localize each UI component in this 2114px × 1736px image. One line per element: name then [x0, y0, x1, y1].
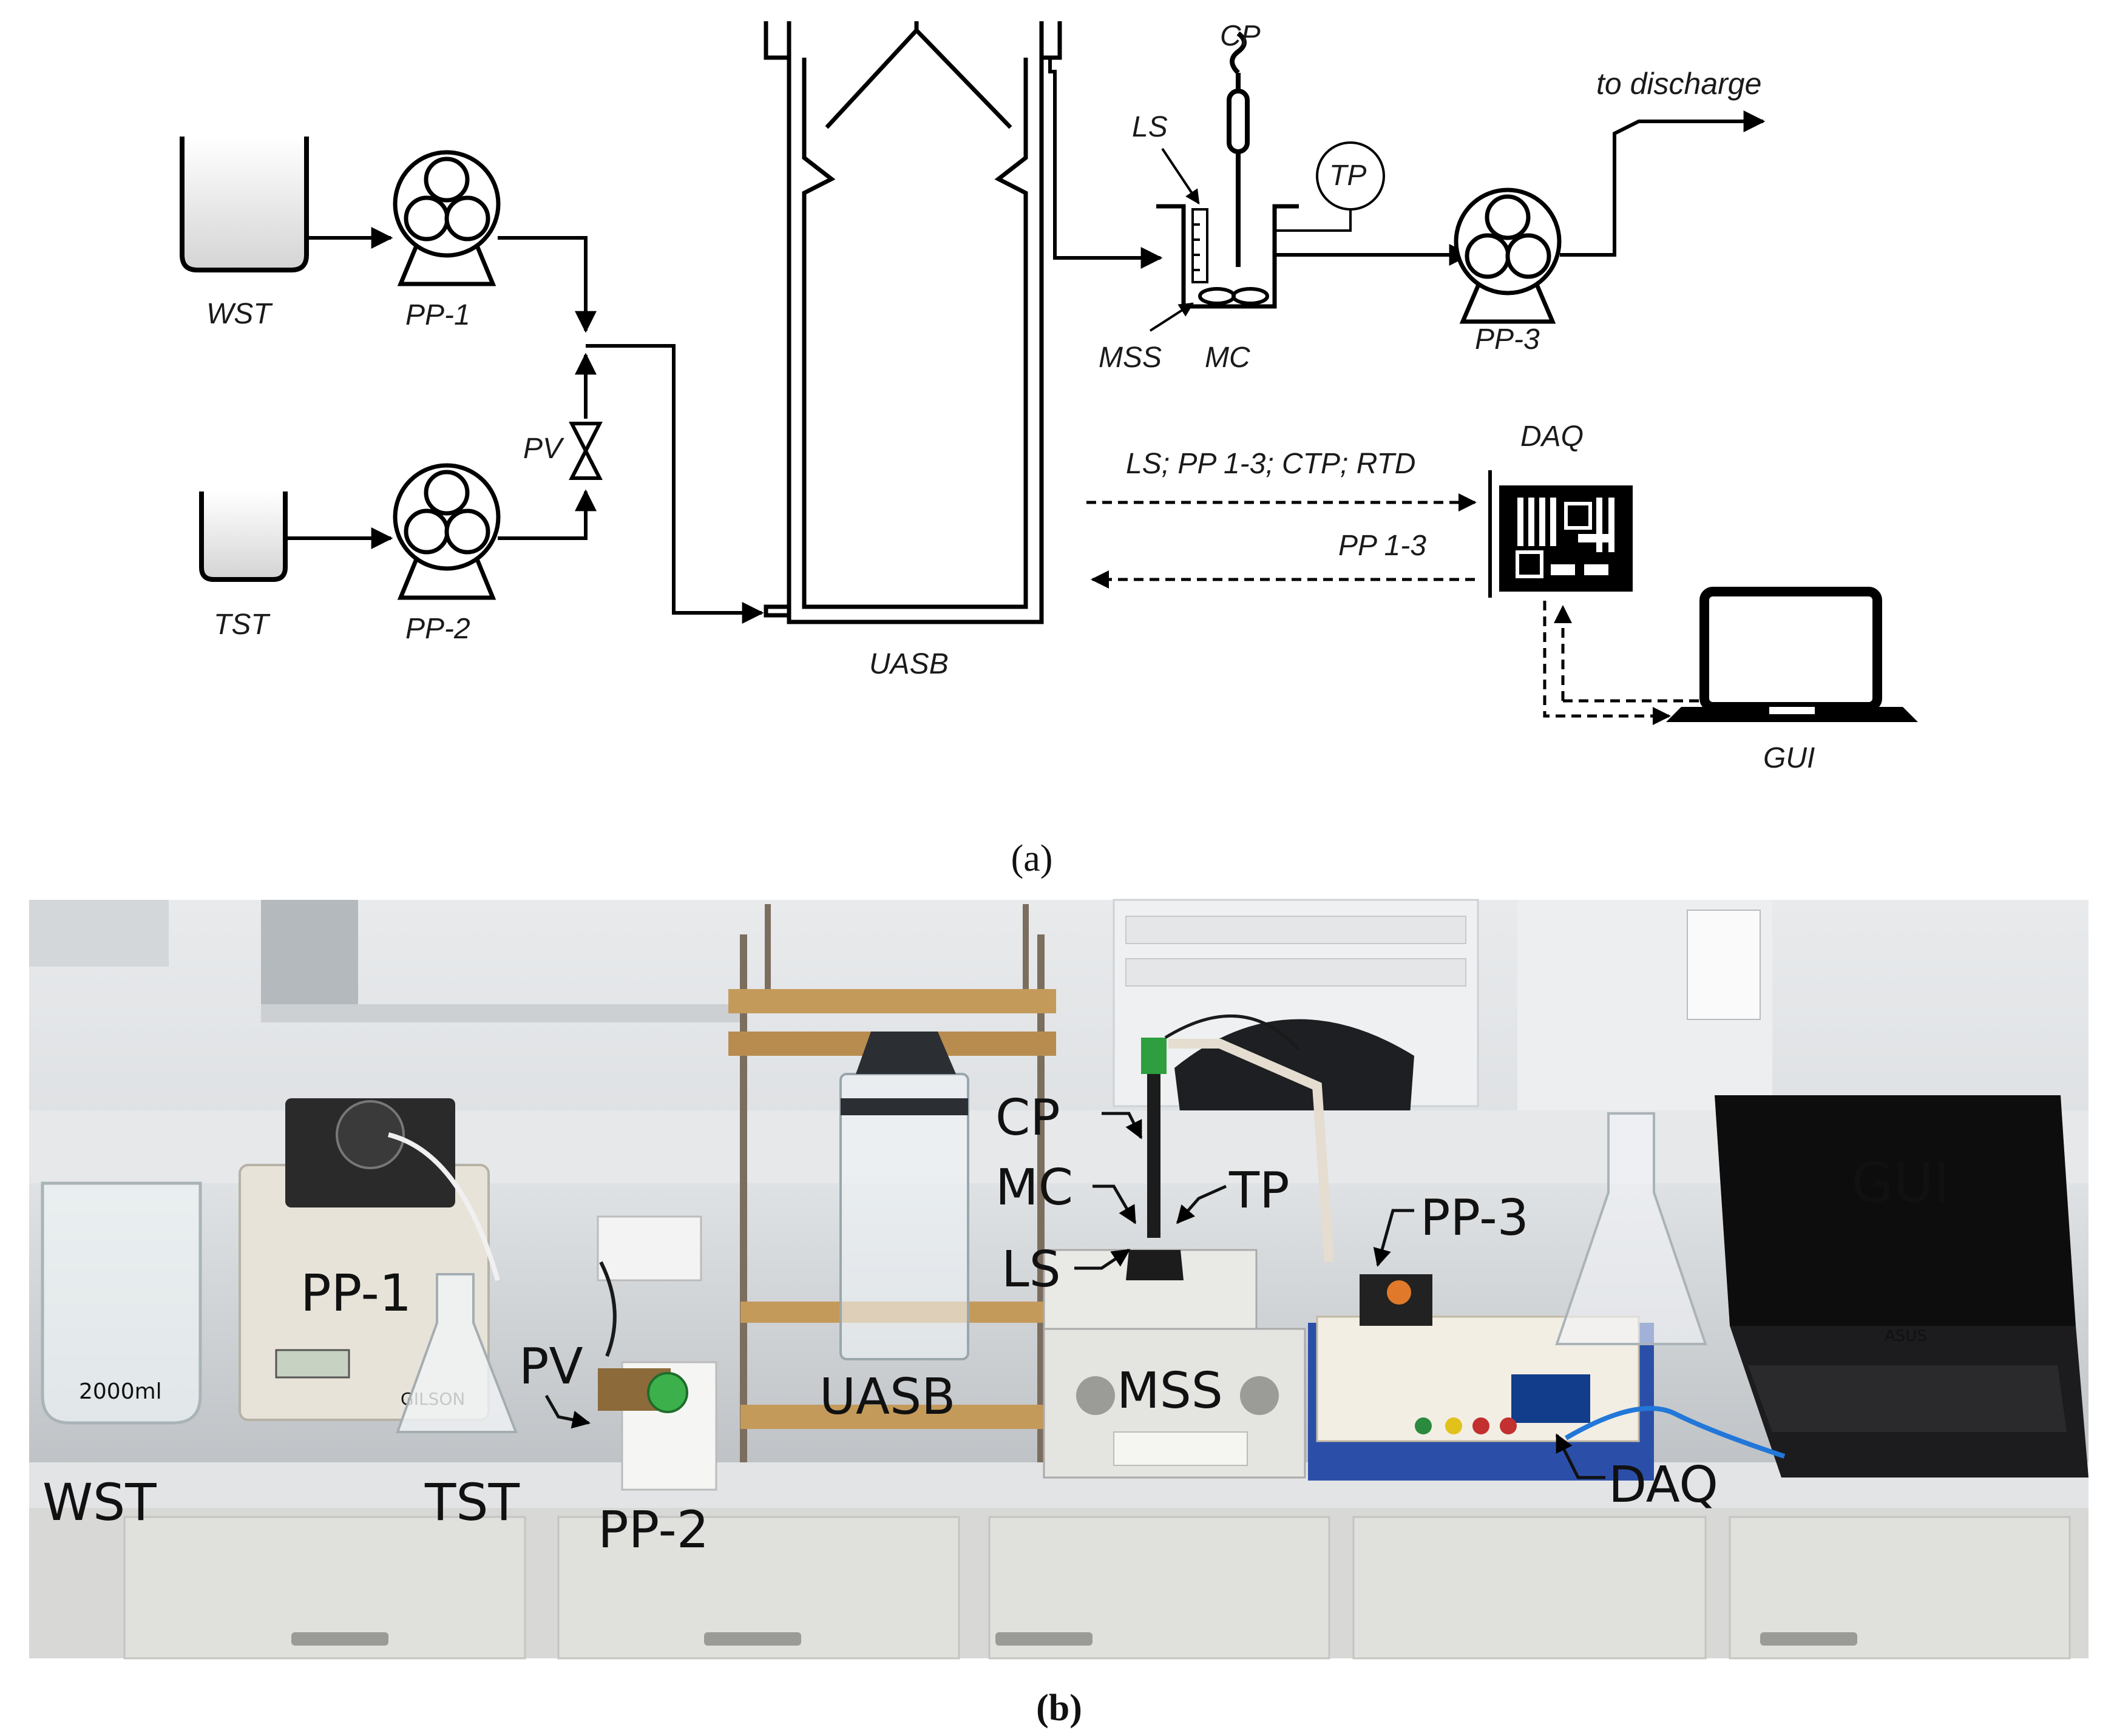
discharge-pipe — [1560, 110, 1766, 257]
mss-label: MSS — [1099, 342, 1162, 374]
photo-label-gui: GUI — [1851, 1151, 1950, 1215]
laptop-icon — [1666, 587, 1918, 722]
photo-label-pp2: PP-2 — [598, 1500, 709, 1559]
wst-tank — [180, 137, 309, 272]
photo-label-mc: MC — [995, 1159, 1073, 1217]
beaker-volume-text: 2000ml — [79, 1379, 162, 1404]
ls-pointer — [1161, 147, 1200, 204]
uasb-device — [728, 904, 1056, 1462]
cp-label: CP — [1220, 20, 1261, 52]
wall-socket — [597, 1215, 702, 1282]
photo-label-wst: WST — [42, 1473, 157, 1532]
pp1-pump-icon — [393, 150, 501, 286]
mss-stirrer-device — [1043, 1038, 1334, 1479]
pipe-network — [285, 227, 764, 624]
laptop-brand-text: ASUS — [1885, 1327, 1927, 1345]
pv-valve-icon — [569, 422, 603, 480]
erlenmeyer-flask — [1555, 1112, 1707, 1345]
effluent-pipe — [1048, 58, 1163, 269]
pp2-pump-device — [598, 1361, 717, 1491]
pv-label: PV — [523, 433, 564, 465]
pp2-pump-icon — [393, 463, 501, 600]
mixing-chamber — [1156, 204, 1299, 309]
panel-b-caption: (b) — [1036, 1687, 1082, 1729]
mc-label: MC — [1205, 342, 1250, 374]
signal-lines — [1086, 493, 1699, 725]
ls-sensor-icon — [1191, 208, 1208, 283]
ls-label: LS — [1132, 111, 1168, 143]
daq-label: DAQ — [1520, 420, 1584, 453]
tst-flask — [396, 1273, 518, 1433]
tst-label: TST — [214, 609, 271, 641]
stir-bar-icon — [1198, 287, 1269, 305]
photo-label-cp: CP — [995, 1089, 1060, 1147]
wst-label: WST — [206, 298, 273, 330]
photo-label-ls: LS — [1001, 1241, 1061, 1299]
gui-label: GUI — [1763, 742, 1815, 774]
photo-label-uasb: UASB — [819, 1368, 955, 1426]
schematic-diagram: WST TST PP-1 PP-2 PV — [180, 20, 1918, 879]
wst-beaker: 2000ml — [41, 1181, 202, 1425]
photo-pointers — [544, 1112, 1605, 1479]
mss-pointer — [1149, 302, 1194, 332]
tp-probe-icon — [1275, 141, 1385, 232]
panel-a-caption: (a) — [1011, 838, 1053, 879]
photo-label-mss: MSS — [1117, 1362, 1223, 1420]
cables — [388, 1015, 1786, 1459]
photo-label-pp1: PP-1 — [300, 1263, 412, 1323]
pp2-label: PP-2 — [405, 613, 470, 645]
discharge-label: to discharge — [1596, 67, 1761, 101]
tp-label: TP — [1329, 160, 1366, 192]
laptop-device: ASUS — [1715, 1095, 2089, 1478]
signals-out-label: PP 1-3 — [1338, 530, 1426, 562]
daq-board-icon — [1488, 470, 1633, 598]
photo-label-tp: TP — [1228, 1162, 1290, 1220]
tst-tank — [199, 491, 288, 582]
photo-label-tst: TST — [424, 1473, 520, 1532]
photo-label-daq: DAQ — [1608, 1456, 1718, 1514]
pp1-label: PP-1 — [405, 299, 470, 331]
signals-in-label: LS; PP 1-3; CTP; RTD — [1126, 448, 1415, 480]
photo-label-pv: PV — [519, 1338, 583, 1396]
uasb-label: UASB — [869, 648, 949, 680]
pp3-label: PP-3 — [1475, 323, 1540, 356]
cp-probe-icon — [1227, 31, 1250, 267]
pp3-pump-icon — [1454, 187, 1562, 324]
photo-label-pp3: PP-3 — [1420, 1189, 1529, 1247]
